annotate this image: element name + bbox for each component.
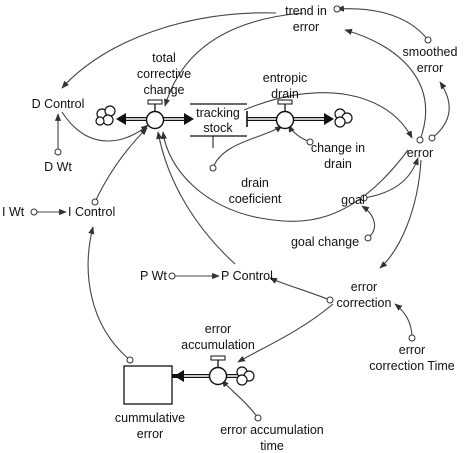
valve-icon[interactable]: [275, 110, 295, 130]
label-smoothed-error-1[interactable]: smoothed: [403, 45, 458, 59]
link-goal-to-error: [363, 157, 419, 199]
link-error-to-tcc: [160, 131, 409, 222]
link-coef-to-drain: [212, 125, 283, 169]
tracking-stock-box[interactable]: [190, 103, 247, 148]
link-error-to-correction: [379, 159, 422, 269]
link-icontrol-to-tcc: [94, 127, 148, 203]
link-correction-to-pcontrol: [269, 277, 331, 301]
link-cumerr-to-icontrol: [87, 226, 131, 361]
cloud-sink-icon: [334, 108, 353, 128]
label-entropic-drain-2[interactable]: drain: [271, 87, 299, 101]
total-corrective-change-flow: [95, 99, 194, 130]
label-i-control[interactable]: I Control: [68, 205, 115, 219]
label-cummulative-error-1[interactable]: cummulative: [115, 411, 185, 425]
cloud-source-icon: [236, 366, 255, 386]
cloud-source-icon: [95, 105, 116, 126]
link-eatime-to-accum: [221, 379, 259, 419]
label-error-correction-time-1[interactable]: error: [399, 343, 425, 357]
link-trend-to-tcc: [164, 12, 304, 107]
label-d-control[interactable]: D Control: [32, 97, 85, 111]
label-error-accumulation-2[interactable]: accumulation: [181, 338, 255, 352]
link-correction-to-accum: [237, 303, 334, 363]
label-drain-coeficient-2[interactable]: coeficient: [229, 192, 282, 206]
label-goal-change[interactable]: goal change: [291, 235, 359, 249]
valve-icon[interactable]: [145, 110, 165, 130]
link-goalchange-to-goal: [361, 205, 376, 239]
label-total-corrective-change-3[interactable]: change: [143, 83, 184, 97]
label-change-in-drain-2[interactable]: drain: [324, 157, 352, 171]
label-drain-coeficient-1[interactable]: drain: [241, 176, 269, 190]
entropic-drain-flow: [246, 99, 353, 130]
variable-labels: trend in error smoothed error total corr…: [2, 4, 457, 453]
label-goal[interactable]: goal: [341, 193, 365, 207]
label-entropic-drain-1[interactable]: entropic: [263, 71, 307, 85]
label-error-accumulation-time-2[interactable]: time: [260, 439, 284, 453]
link-cid-to-drain: [288, 124, 311, 143]
valve-icon[interactable]: [208, 366, 228, 386]
label-p-wt[interactable]: P Wt: [140, 269, 167, 283]
label-smoothed-error-2[interactable]: error: [417, 61, 443, 75]
link-error-to-trend: [344, 28, 426, 141]
link-origin-dots: [30, 5, 436, 422]
link-ectime-to-correction: [394, 303, 413, 339]
error-accumulation-flow: [123, 355, 255, 405]
label-tracking-stock-1[interactable]: tracking: [196, 106, 240, 120]
label-error-correction-time-2[interactable]: correction Time: [369, 359, 454, 373]
label-trend-in-error-1[interactable]: trend in: [285, 4, 327, 18]
label-trend-in-error-2[interactable]: error: [293, 20, 319, 34]
label-cummulative-error-2[interactable]: error: [137, 427, 163, 441]
label-tracking-stock-2[interactable]: stock: [203, 121, 233, 135]
label-error-correction-2[interactable]: correction: [337, 296, 392, 310]
label-error[interactable]: error: [407, 146, 433, 160]
label-total-corrective-change-2[interactable]: corrective: [137, 67, 191, 81]
cummulative-error-box[interactable]: [123, 365, 173, 405]
label-d-wt[interactable]: D Wt: [44, 160, 72, 174]
link-trend-to-dcontrol: [61, 12, 277, 89]
label-i-wt[interactable]: I Wt: [2, 205, 25, 219]
link-stock-to-error: [243, 92, 413, 139]
link-smoothed-to-trend: [336, 5, 429, 41]
causal-links: [34, 5, 450, 419]
link-pcontrol-to-tcc: [156, 131, 236, 265]
label-error-accumulation-time-1[interactable]: error accumulation: [220, 423, 324, 437]
label-p-control[interactable]: P Control: [221, 269, 273, 283]
label-error-correction-1[interactable]: error: [351, 280, 377, 294]
link-error-to-smoothed: [431, 81, 450, 139]
label-total-corrective-change-1[interactable]: total: [152, 51, 176, 65]
label-error-accumulation-1[interactable]: error: [205, 322, 231, 336]
label-change-in-drain-1[interactable]: change in: [311, 141, 365, 155]
